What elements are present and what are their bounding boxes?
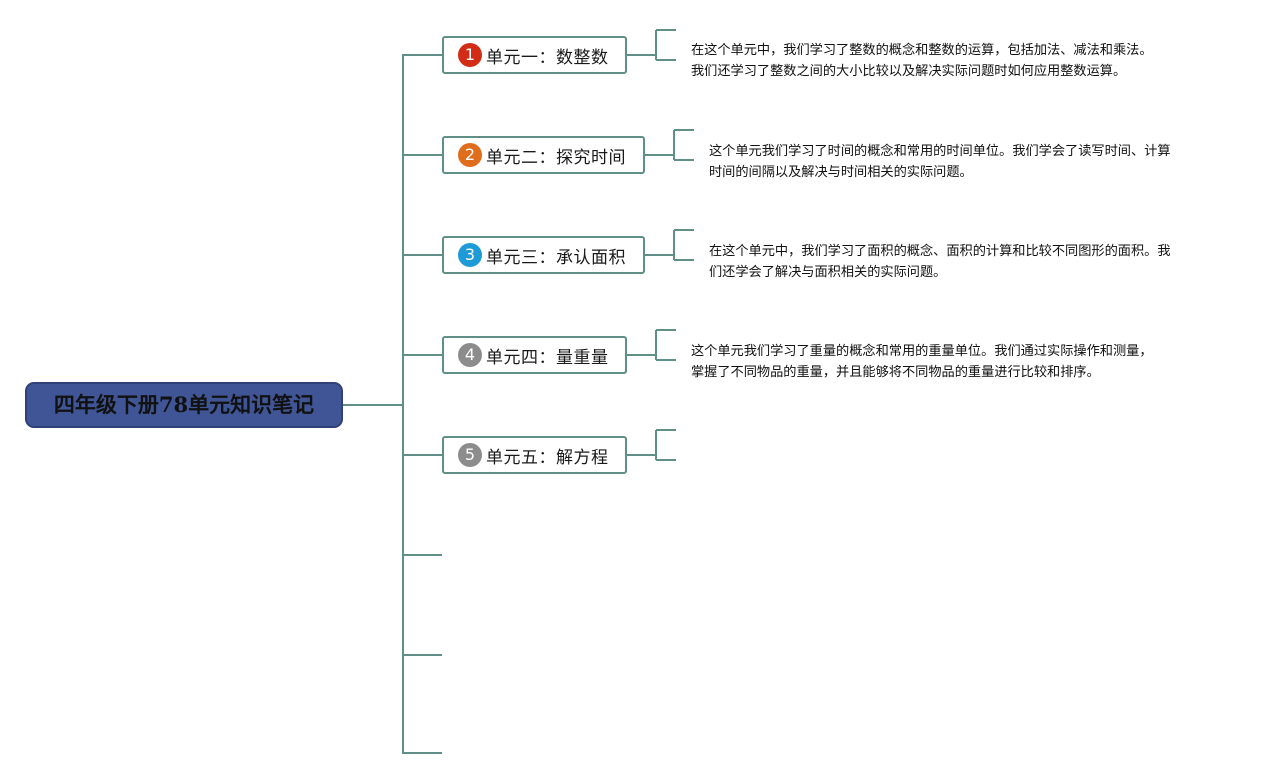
unit-label: 单元三：承认面积 [486,247,626,268]
number-4-icon: 4 [458,343,482,367]
note-line: 这个单元我们学习了重量的概念和常用的重量单位。我们通过实际操作和测量， [691,344,1153,359]
unit-label: 单元五：解方程 [486,447,609,468]
unit-topic-3[interactable]: 3 单元三：承认面积 [442,236,645,274]
note-line: 掌握了不同物品的重量，并且能够将不同物品的重量进行比较和排序。 [691,365,1100,380]
unit-note-1[interactable]: 在这个单元中，我们学习了整数的概念和整数的运算，包括加法、减法和乘法。 我们还学… [691,40,1153,82]
note-line: 在这个单元中，我们学习了面积的概念、面积的计算和比较不同图形的面积。我 [709,244,1171,259]
note-line: 这个单元我们学习了时间的概念和常用的时间单位。我们学会了读写时间、计算 [709,144,1171,159]
unit-label: 单元二：探究时间 [486,147,626,168]
number-5-icon: 5 [458,443,482,467]
unit-label: 单元一：数整数 [486,47,609,68]
number-2-icon: 2 [458,143,482,167]
unit-note-3[interactable]: 在这个单元中，我们学习了面积的概念、面积的计算和比较不同图形的面积。我 们还学会… [709,241,1171,283]
unit-note-2[interactable]: 这个单元我们学习了时间的概念和常用的时间单位。我们学会了读写时间、计算 时间的间… [709,141,1171,183]
root-title: 四年级下册78单元知识笔记 [53,392,315,417]
root-topic[interactable]: 四年级下册78单元知识笔记 [25,382,343,428]
note-line: 我们还学习了整数之间的大小比较以及解决实际问题时如何应用整数运算。 [691,64,1127,79]
unit-topic-1[interactable]: 1 单元一：数整数 [442,36,627,74]
unit-label: 单元四：量重量 [486,347,609,368]
note-line: 在这个单元中，我们学习了整数的概念和整数的运算，包括加法、减法和乘法。 [691,43,1153,58]
unit-note-4[interactable]: 这个单元我们学习了重量的概念和常用的重量单位。我们通过实际操作和测量， 掌握了不… [691,341,1153,383]
note-line: 时间的间隔以及解决与时间相关的实际问题。 [709,165,973,180]
unit-topic-5[interactable]: 5 单元五：解方程 [442,436,627,474]
unit-topic-2[interactable]: 2 单元二：探究时间 [442,136,645,174]
number-3-icon: 3 [458,243,482,267]
note-line: 们还学会了解决与面积相关的实际问题。 [709,265,947,280]
number-1-icon: 1 [458,43,482,67]
unit-topic-4[interactable]: 4 单元四：量重量 [442,336,627,374]
